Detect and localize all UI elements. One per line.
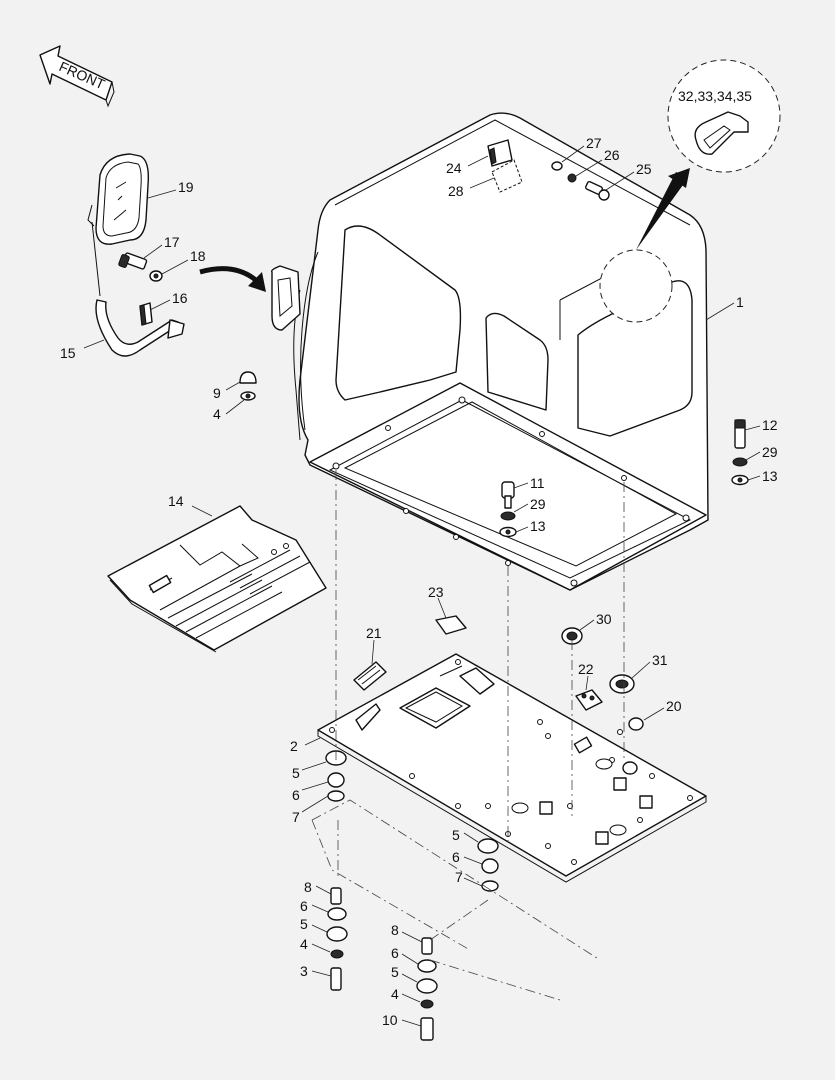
callout-32-35: 32,33,34,35 — [678, 88, 752, 104]
mirror-part — [87, 153, 150, 245]
frame-phantom-lines — [311, 470, 625, 1001]
callout-25: 25 — [636, 161, 652, 177]
callout-21: 21 — [366, 625, 382, 641]
callout-7b: 7 — [455, 869, 463, 885]
callout-26: 26 — [604, 147, 620, 163]
callout-20: 20 — [666, 698, 682, 714]
callout-8b: 8 — [391, 922, 399, 938]
roof-hardware-part — [487, 139, 610, 201]
callout-12: 12 — [762, 417, 778, 433]
callout-6a: 6 — [292, 787, 300, 803]
handle-bar-part — [91, 221, 185, 357]
callout-13a: 13 — [530, 518, 546, 534]
callout-11: 11 — [530, 475, 545, 491]
callout-4a: 4 — [213, 406, 221, 422]
mount-isolators-part — [325, 750, 499, 1041]
callouts: 1 2 3 4 4 4 5 5 5 5 6 6 6 6 7 7 8 8 9 — [60, 88, 778, 1028]
callout-6c: 6 — [300, 898, 308, 914]
callout-10: 10 — [382, 1012, 398, 1028]
callout-4c: 4 — [391, 986, 399, 1002]
callout-5a: 5 — [292, 765, 300, 781]
callout-17: 17 — [164, 234, 180, 250]
callout-31: 31 — [652, 652, 668, 668]
callout-23: 23 — [428, 584, 444, 600]
callout-8a: 8 — [304, 879, 312, 895]
callout-5c: 5 — [300, 916, 308, 932]
callout-24: 24 — [446, 160, 462, 176]
callout-29b: 29 — [762, 444, 778, 460]
callout-19: 19 — [178, 179, 194, 195]
callout-16: 16 — [172, 290, 188, 306]
front-arrow-icon: FRONT — [39, 45, 115, 108]
callout-22: 22 — [578, 661, 594, 677]
callout-28: 28 — [448, 183, 464, 199]
callout-2: 2 — [290, 738, 298, 754]
callout-18: 18 — [190, 248, 206, 264]
mirror-bolt-part — [118, 252, 163, 326]
callout-6b: 6 — [452, 849, 460, 865]
callout-14: 14 — [168, 493, 184, 509]
floor-mat-part — [107, 505, 327, 653]
callout-30: 30 — [596, 611, 612, 627]
callout-9: 9 — [213, 385, 221, 401]
callout-4b: 4 — [300, 936, 308, 952]
callout-1: 1 — [736, 294, 744, 310]
cab-part — [270, 112, 709, 591]
callout-6d: 6 — [391, 945, 399, 961]
callout-27: 27 — [586, 135, 602, 151]
assembly-arrow-icon — [199, 266, 266, 292]
cab-fasteners-part — [239, 371, 749, 538]
callout-5b: 5 — [452, 827, 460, 843]
detail-bubble — [667, 59, 781, 173]
callout-5d: 5 — [391, 964, 399, 980]
callout-7a: 7 — [292, 809, 300, 825]
callout-3: 3 — [300, 963, 308, 979]
floor-plate-part — [317, 653, 707, 883]
callout-15: 15 — [60, 345, 76, 361]
callout-29a: 29 — [530, 496, 546, 512]
floor-grommets-part — [353, 615, 644, 731]
callout-13b: 13 — [762, 468, 778, 484]
